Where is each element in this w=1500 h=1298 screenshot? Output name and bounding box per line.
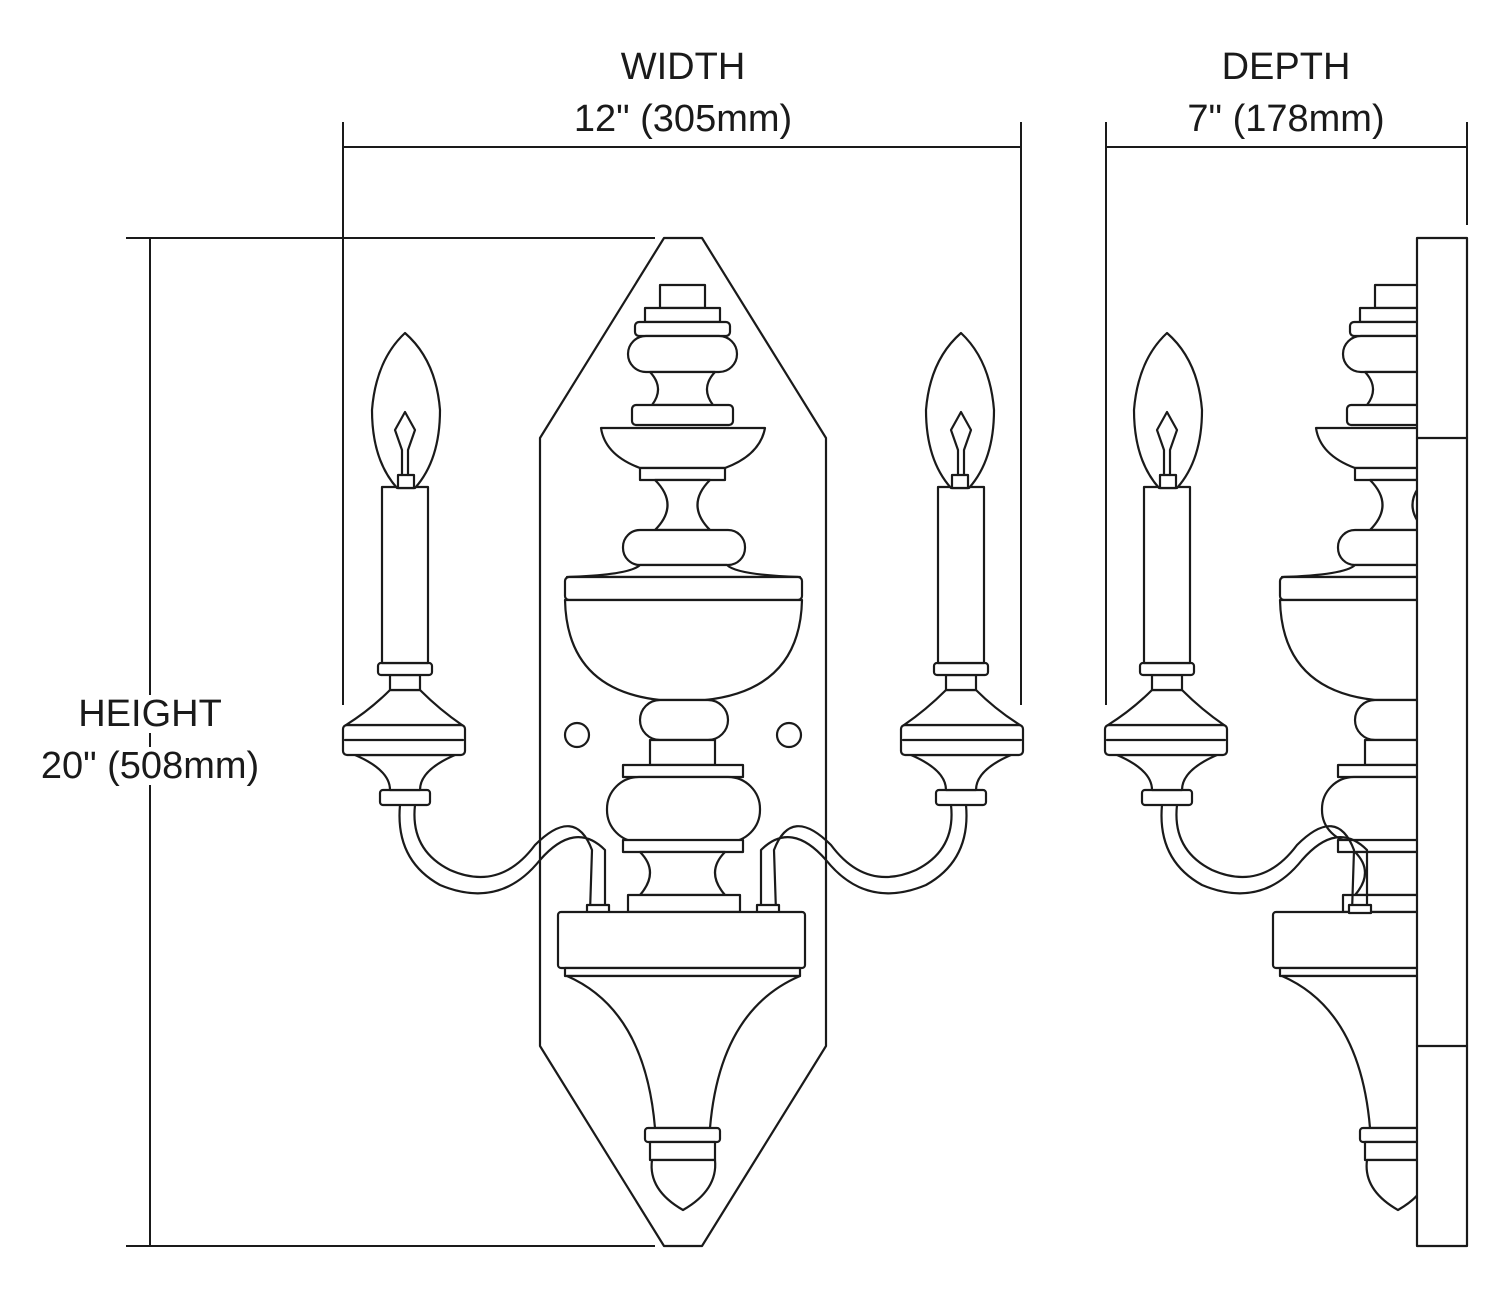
- front-view: [341, 236, 1025, 1248]
- height-title: HEIGHT: [74, 695, 226, 733]
- height-value: 20" (508mm): [36, 747, 264, 785]
- side-backplate: [1415, 236, 1469, 1248]
- mounting-screw-left: [563, 721, 591, 749]
- height-dimension-lines: [126, 237, 655, 1247]
- depth-title: DEPTH: [1221, 46, 1351, 88]
- depth-dimension-lines: [1105, 122, 1468, 705]
- depth-value: 7" (178mm): [1187, 98, 1385, 140]
- side-view: [1103, 236, 1469, 1248]
- width-title: WIDTH: [620, 46, 746, 88]
- width-value: 12" (305mm): [573, 98, 793, 140]
- mounting-screw-right: [775, 721, 803, 749]
- width-dimension-lines: [342, 122, 1022, 705]
